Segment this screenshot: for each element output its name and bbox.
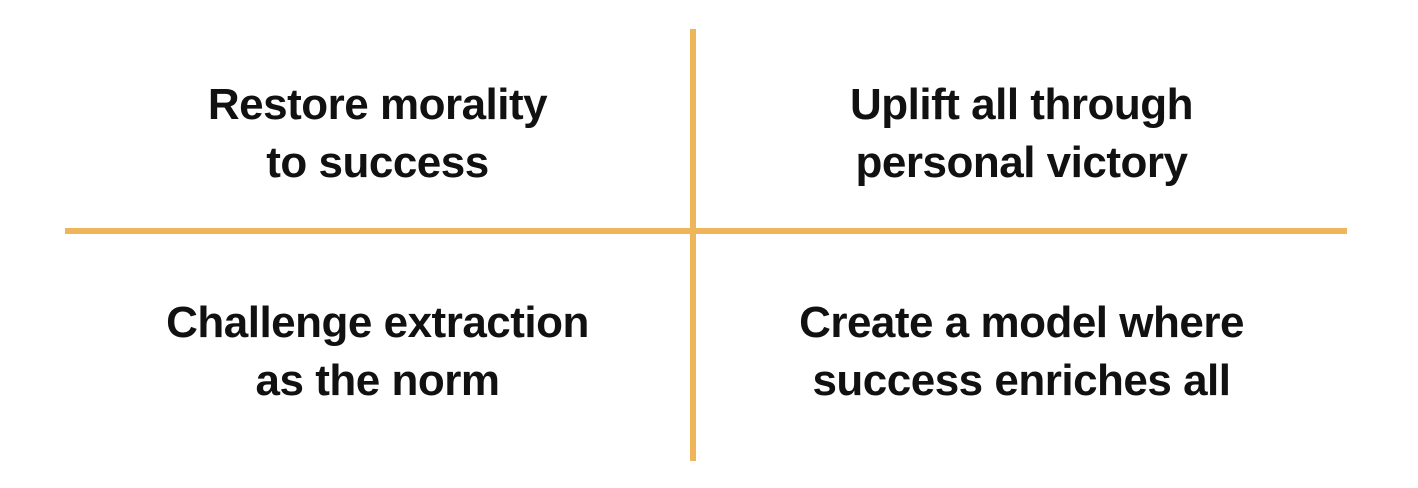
quadrant-top-right: Uplift all through personal victory [696,40,1347,228]
quadrant-bottom-left-text: Challenge extraction as the norm [166,294,589,410]
quadrant-line: Restore morality [207,80,548,129]
quadrant-line: to success [266,138,489,187]
quadrant-line: Challenge extraction [166,298,589,347]
quadrant-line: personal victory [855,138,1188,187]
quadrant-top-left: Restore morality to success [65,40,690,228]
quadrant-line: success enriches all [812,356,1231,405]
quadrant-bottom-right: Create a model where success enriches al… [696,258,1347,446]
quadrant-top-left-text: Restore morality to success [207,76,548,192]
quadrant-top-right-text: Uplift all through personal victory [850,76,1193,192]
quadrant-line: as the norm [255,356,500,405]
vertical-divider [690,29,696,461]
quadrant-line: Create a model where [799,298,1244,347]
quadrant-line: Uplift all through [850,80,1193,129]
quadrant-bottom-right-text: Create a model where success enriches al… [799,294,1244,410]
quadrant-bottom-left: Challenge extraction as the norm [65,258,690,446]
horizontal-divider [65,228,1347,234]
